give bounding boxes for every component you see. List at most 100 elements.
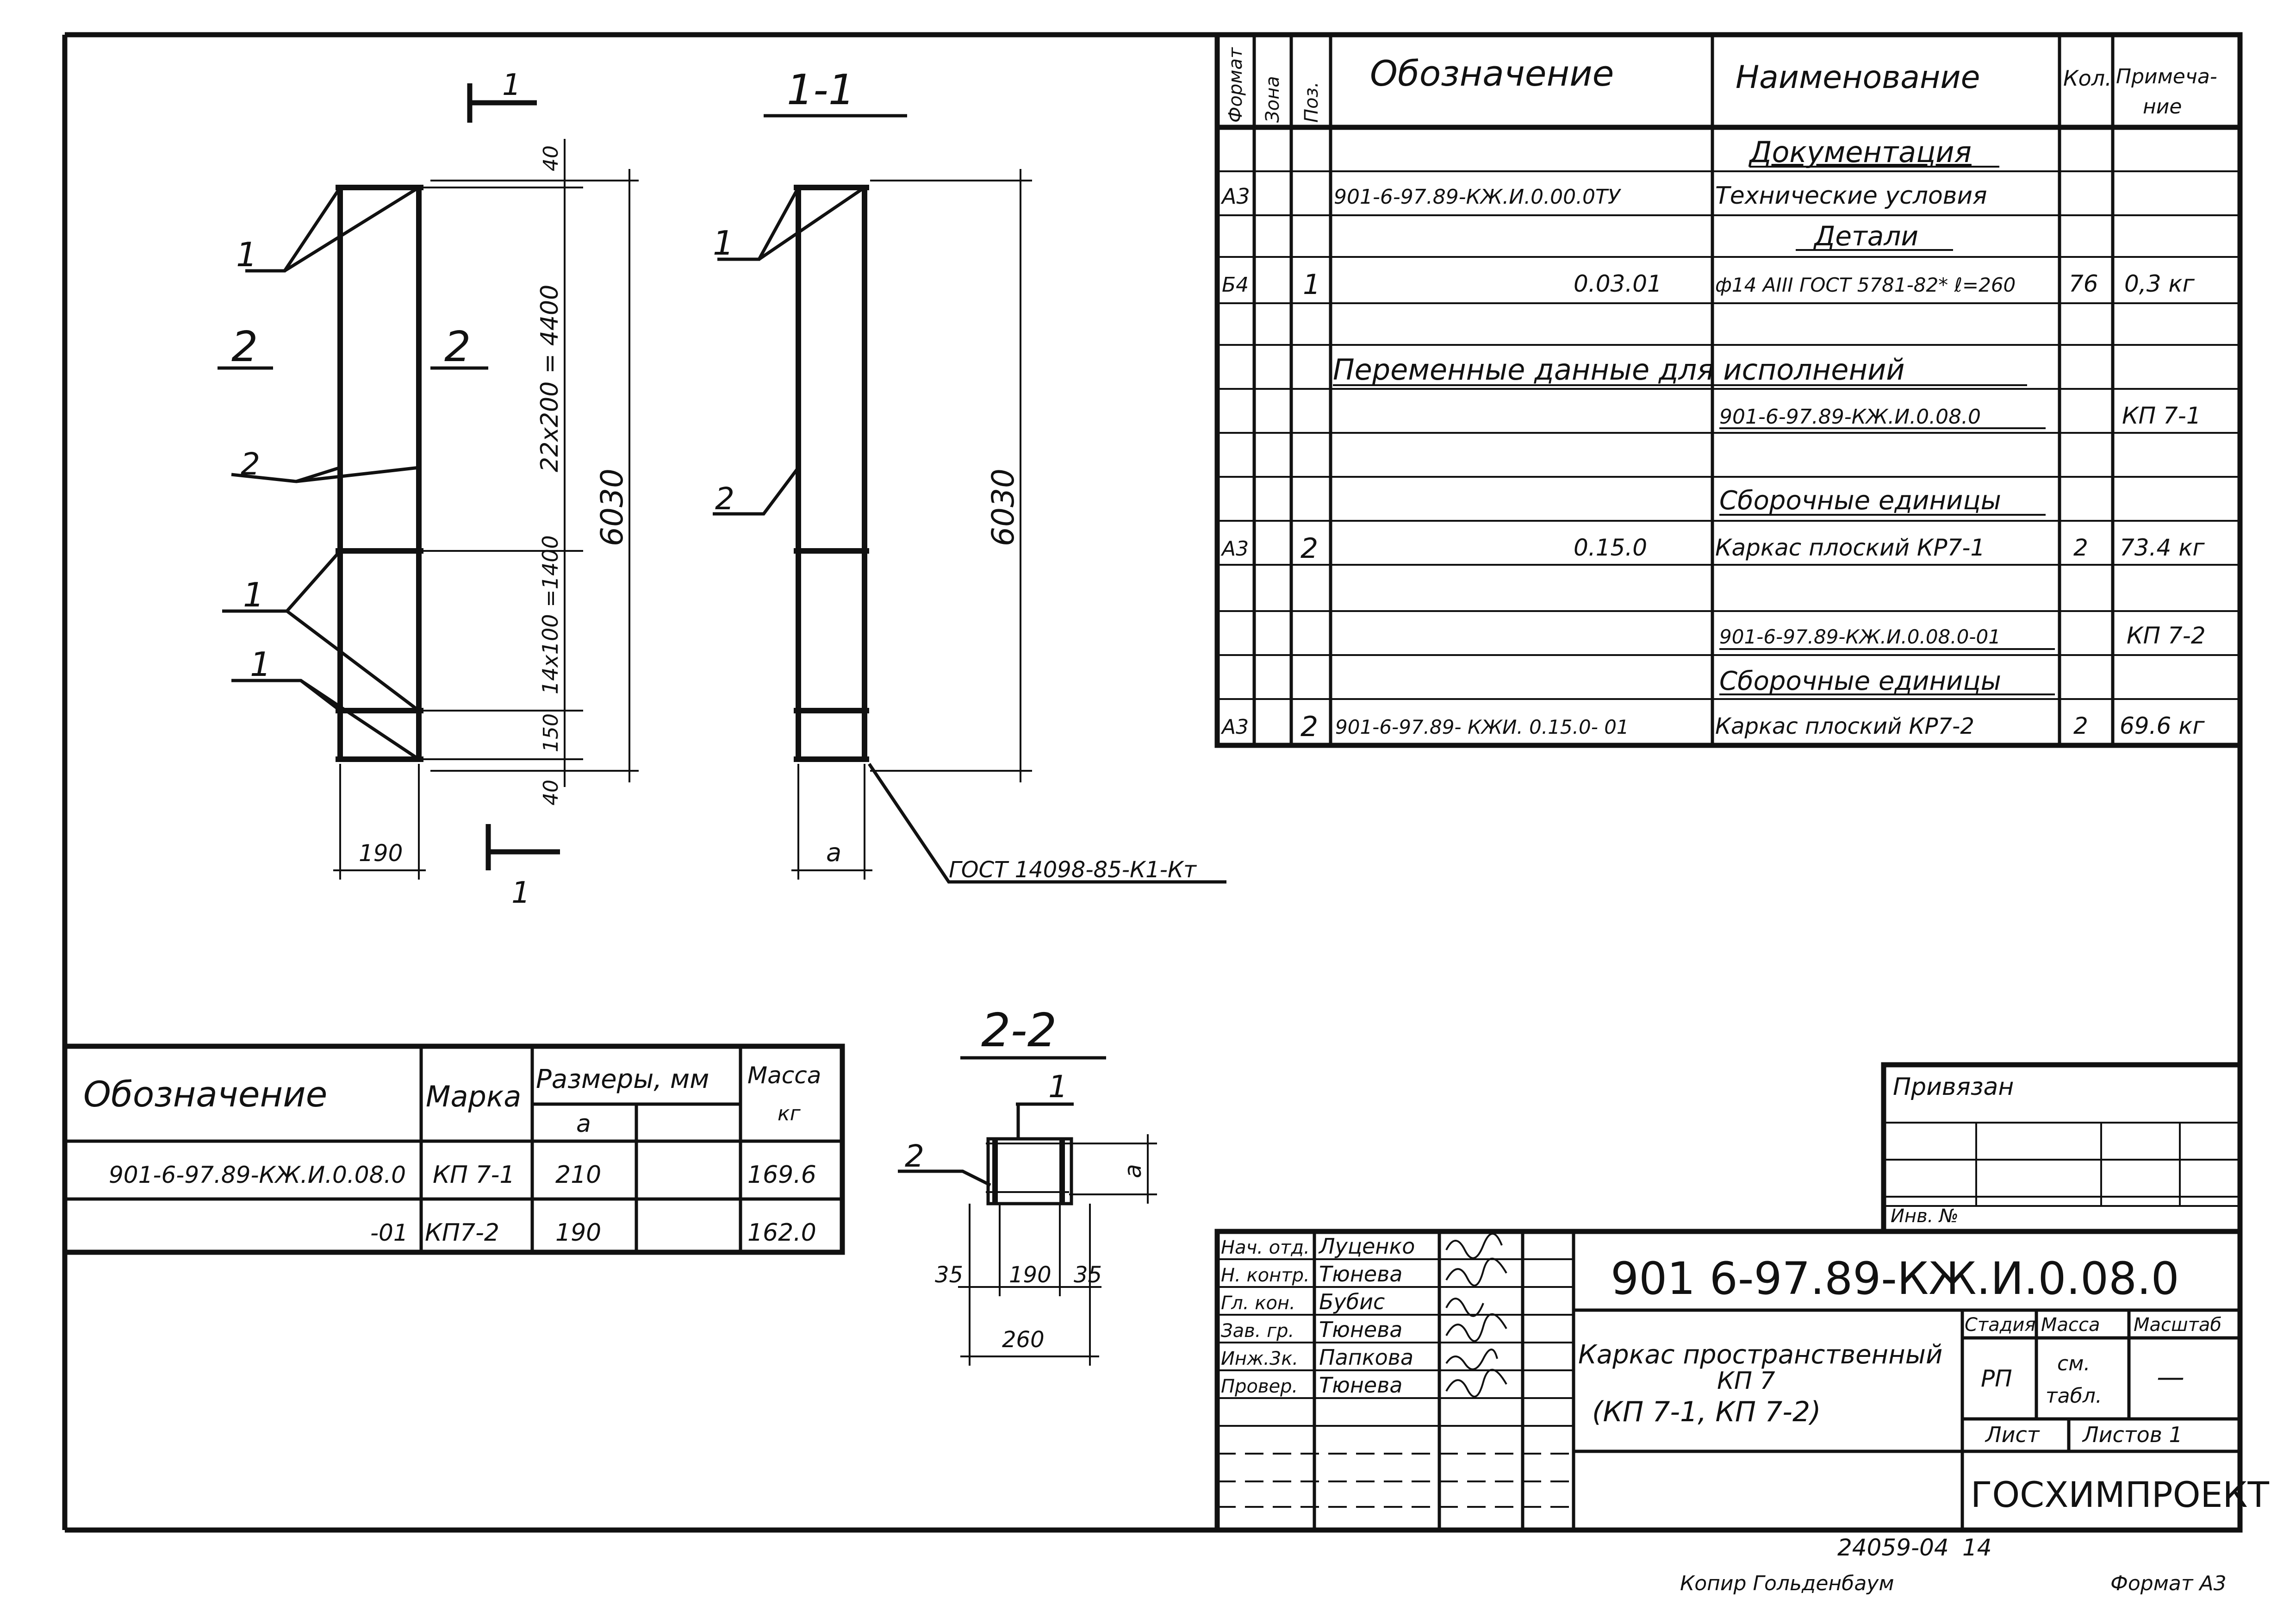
section-2-2-callout-1: 1 xyxy=(1048,1069,1068,1105)
name-engineer: Папкова xyxy=(1319,1345,1413,1370)
spec-row-note: 73.4 кг xyxy=(2120,534,2205,561)
spec-row-name: ф14 АIII ГОСТ 5781-82* ℓ=260 xyxy=(1715,274,2016,296)
role-engineer: Инж.3к. xyxy=(1221,1348,1298,1369)
section-1-1: 1-1 1 2 6030 а ГОСТ 14098-85-К1-Кт xyxy=(713,66,1226,884)
spec-row-qty: 2 xyxy=(2073,712,2088,739)
section-mark-2-left: 2 xyxy=(231,323,258,371)
spec-header-designation: Обозначение xyxy=(1370,53,1614,94)
name-group-head: Тюнева xyxy=(1319,1317,1403,1342)
section-2-2-dim-a: а xyxy=(1120,1164,1146,1178)
spec-variant-2-code: 901-6-97.89-КЖ.И.0.08.0-01 xyxy=(1719,625,2001,648)
spec-header-zone: Зона xyxy=(1262,76,1283,123)
sheets-label: Листов 1 xyxy=(2082,1422,2183,1447)
title-block: Привязан Инв. № Нач. отд. Луцен xyxy=(1214,1062,2270,1533)
footer-copier: Копир Гольденбаум xyxy=(1680,1572,1894,1595)
drawing-title-line-2: КП 7 xyxy=(1717,1367,1775,1395)
spec-row-qty: 76 xyxy=(2069,270,2098,297)
dim-22x200: 22х200 = 4400 xyxy=(536,285,564,472)
spec-header-qty: Кол. xyxy=(2063,66,2112,91)
section-mark-2-right: 2 xyxy=(444,323,471,371)
cut-mark-bottom-label: 1 xyxy=(511,876,530,910)
variants-header-mark: Марка xyxy=(426,1080,521,1113)
spec-header-name: Наименование xyxy=(1736,59,1980,96)
variants-row-2-a: 190 xyxy=(555,1219,601,1247)
variants-header-sizes: Размеры, мм xyxy=(536,1064,709,1094)
spec-section-assembly: Сборочные единицы xyxy=(1719,486,2001,516)
footer-format: Формат А3 xyxy=(2110,1572,2227,1595)
footer-number: 24059-04 xyxy=(1837,1534,1949,1561)
variants-table: Обозначение Марка Размеры, мм а Масса кг… xyxy=(62,1043,845,1255)
spec-row-format: А3 xyxy=(1220,715,1249,739)
drawing-title-line-1: Каркас пространственный xyxy=(1578,1340,1942,1370)
variants-row-1-mark: КП 7-1 xyxy=(433,1161,515,1189)
section-1-1-dim-a: а xyxy=(826,838,841,867)
privyazan-label: Привязан xyxy=(1893,1073,2014,1101)
variants-header-a: а xyxy=(576,1110,591,1138)
dim-40-top: 40 xyxy=(539,145,563,171)
dim-190: 190 xyxy=(359,840,403,867)
callout-2-front: 2 xyxy=(241,446,260,482)
footer-page: 14 xyxy=(1962,1534,1992,1561)
spec-row-name: Каркас плоский КР7-2 xyxy=(1715,713,1974,739)
section-2-2-dim-35-left: 35 xyxy=(935,1262,963,1288)
spec-header-pos: Поз. xyxy=(1301,81,1322,123)
spec-header-note-2: ние xyxy=(2143,95,2182,119)
specification-table: Формат Зона Поз. Обозначение Наименовани… xyxy=(1214,32,2243,748)
role-checker: Провер. xyxy=(1221,1376,1298,1397)
name-norm-control: Тюнева xyxy=(1319,1262,1403,1287)
role-chief-designer: Гл. кон. xyxy=(1221,1293,1295,1314)
spec-section-documentation: Документация xyxy=(1748,135,1972,169)
section-2-2-title: 2-2 xyxy=(981,1003,1057,1057)
section-2-2-dim-190: 190 xyxy=(1009,1262,1052,1288)
section-1-1-callout-1: 1 xyxy=(713,224,734,262)
spec-header-note: Примеча- xyxy=(2116,65,2217,88)
spec-section-variable-data: Переменные данные для исполнений xyxy=(1333,353,1905,387)
variants-row-2-designation: -01 xyxy=(370,1219,408,1246)
section-2-2-dim-260: 260 xyxy=(1002,1327,1045,1353)
drawing-title-line-3: (КП 7-1, КП 7-2) xyxy=(1592,1396,1821,1428)
inv-label: Инв. № xyxy=(1891,1206,1959,1227)
mass-header: Масса xyxy=(2041,1314,2100,1336)
dim-40-bottom: 40 xyxy=(539,780,563,806)
spec-row-format: А3 xyxy=(1220,184,1250,209)
variants-row-2-mark: КП7-2 xyxy=(425,1219,499,1247)
stage-value: РП xyxy=(1981,1365,2012,1392)
callout-1-middle: 1 xyxy=(243,575,264,614)
spec-variant-1-code: 901-6-97.89-КЖ.И.0.08.0 xyxy=(1719,405,1981,429)
spec-row-name: Каркас плоский КР7-1 xyxy=(1715,534,1985,561)
spec-row-note: 0,3 кг xyxy=(2124,270,2195,297)
spec-row-designation: 0.15.0 xyxy=(1574,534,1647,561)
role-norm-control: Н. контр. xyxy=(1221,1265,1310,1286)
mass-value-2: табл. xyxy=(2046,1384,2102,1408)
section-1-1-title: 1-1 xyxy=(787,66,855,114)
spec-header-format: Формат xyxy=(1225,47,1246,123)
name-chief-designer: Бубис xyxy=(1319,1289,1385,1314)
variants-row-1-a: 210 xyxy=(555,1161,601,1189)
document-code: 901 6-97.89-КЖ.И.0.08.0 xyxy=(1611,1253,2179,1305)
scale-header: Масштаб xyxy=(2134,1314,2221,1336)
spec-row-pos: 2 xyxy=(1300,711,1318,743)
stage-header: Стадия xyxy=(1965,1314,2035,1336)
dim-150: 150 xyxy=(539,713,563,752)
spec-row-designation: 901-6-97.89- КЖИ. 0.15.0- 01 xyxy=(1335,716,1629,738)
spec-row-name: Технические условия xyxy=(1715,182,1987,210)
spec-section-assembly: Сборочные единицы xyxy=(1719,666,2001,696)
sheet-label: Лист xyxy=(1985,1422,2040,1447)
section-1-1-callout-2: 2 xyxy=(715,481,734,517)
cut-mark-top-label: 1 xyxy=(502,68,521,102)
spec-row-pos: 2 xyxy=(1300,532,1318,565)
spec-row-note: КП 7-1 xyxy=(2122,402,2201,429)
name-head-of-dept: Луценко xyxy=(1318,1234,1415,1259)
variants-header-mass-unit: кг xyxy=(778,1102,801,1125)
dim-6030: 6030 xyxy=(594,468,630,546)
dim-14x100: 14х100 =1400 xyxy=(538,535,563,694)
spec-row-pos: 1 xyxy=(1303,269,1320,301)
variants-row-2-mass: 162.0 xyxy=(747,1219,816,1247)
spec-section-details: Детали xyxy=(1813,220,1918,252)
section-2-2-callout-2: 2 xyxy=(905,1138,924,1174)
front-view: 1 1 2 2 2 1 1 40 22х200 = 4400 xyxy=(218,68,639,910)
mass-value-1: см. xyxy=(2057,1352,2090,1375)
spec-row-note: КП 7-2 xyxy=(2127,622,2206,649)
spec-row-designation: 0.03.01 xyxy=(1574,270,1662,297)
